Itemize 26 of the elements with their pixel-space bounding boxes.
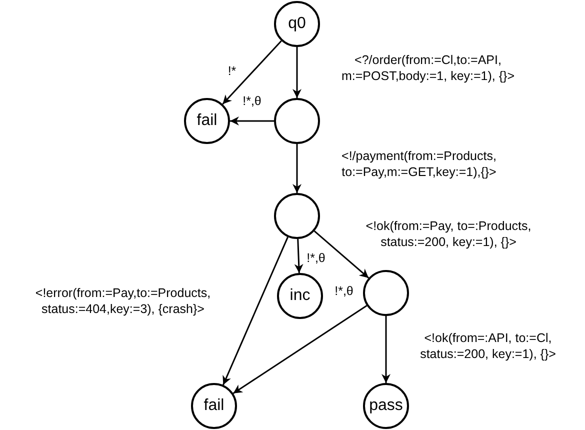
edge-label: !*,θ — [334, 283, 354, 300]
state-circle — [363, 383, 409, 429]
state-circle — [363, 270, 409, 316]
state-label: q0 — [288, 16, 306, 32]
state-label: pass — [369, 398, 403, 414]
arrow — [292, 47, 302, 98]
state-circle — [191, 383, 237, 429]
state-circle — [274, 1, 320, 47]
state-circle — [274, 98, 320, 144]
state-label: fail — [196, 113, 218, 129]
state-circle — [184, 98, 230, 144]
arrow — [382, 316, 390, 383]
arrow — [294, 238, 304, 274]
state-circle — [277, 273, 323, 319]
arrow — [230, 116, 274, 126]
arrow — [232, 305, 368, 394]
arrow — [292, 144, 302, 193]
arrow — [222, 40, 282, 105]
state-circle — [274, 193, 320, 239]
state-label: inc — [290, 288, 310, 304]
arrow — [314, 230, 370, 279]
edge-label: !*,θ — [306, 250, 326, 266]
arrow — [222, 236, 288, 386]
edge-label: !* — [226, 63, 238, 80]
state-label: fail — [204, 398, 224, 414]
edge-label: !*,θ — [242, 93, 262, 110]
